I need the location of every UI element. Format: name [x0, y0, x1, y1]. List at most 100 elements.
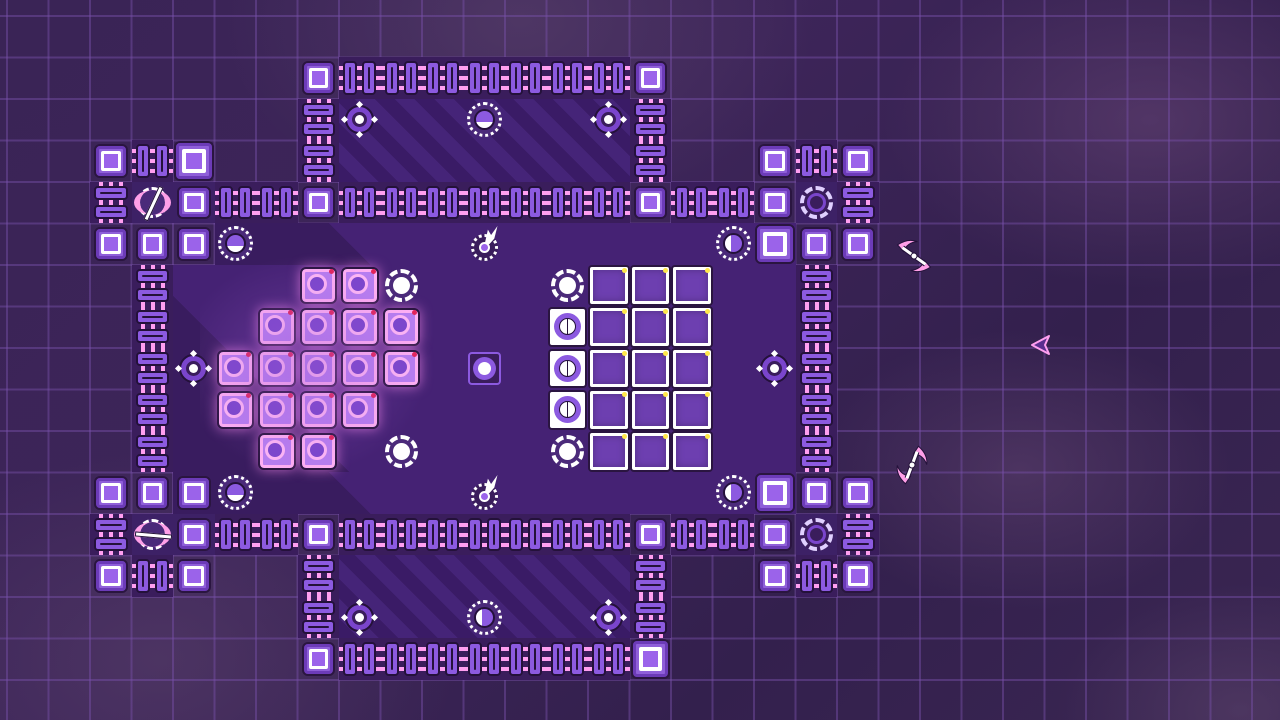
- conveyor-block[interactable]: [131, 430, 173, 472]
- splitter-block[interactable]: [547, 389, 589, 431]
- conveyor-block[interactable]: [837, 513, 879, 555]
- lamp-block[interactable]: [547, 265, 589, 307]
- conveyor-block[interactable]: [712, 513, 754, 555]
- storage-block[interactable]: [339, 348, 381, 390]
- frame-block[interactable]: [630, 265, 672, 307]
- conveyor-block[interactable]: [422, 181, 464, 223]
- power-node[interactable]: [796, 514, 838, 556]
- wall-block[interactable]: [90, 472, 132, 514]
- wall-block[interactable]: [298, 57, 340, 99]
- conveyor-block[interactable]: [297, 98, 339, 140]
- conveyor-block[interactable]: [795, 389, 837, 431]
- frame-block[interactable]: [588, 431, 630, 473]
- conveyor-block[interactable]: [380, 57, 422, 99]
- conveyor-block[interactable]: [256, 181, 298, 223]
- storage-block[interactable]: [381, 306, 423, 348]
- wall-block[interactable]: [173, 514, 215, 556]
- conveyor-block[interactable]: [214, 181, 256, 223]
- conveyor-block[interactable]: [131, 347, 173, 389]
- conveyor-block[interactable]: [90, 513, 132, 555]
- turret-block[interactable]: [339, 597, 381, 639]
- conveyor-block[interactable]: [297, 140, 339, 182]
- storage-block[interactable]: [339, 306, 381, 348]
- conveyor-block[interactable]: [131, 555, 173, 597]
- conveyor-block[interactable]: [422, 638, 464, 680]
- storage-block[interactable]: [298, 348, 340, 390]
- frame-block[interactable]: [671, 265, 713, 307]
- wall-block[interactable]: [754, 555, 796, 597]
- dome-turret[interactable]: [215, 472, 257, 514]
- scythe-unit-lower[interactable]: [891, 444, 933, 490]
- wall-block[interactable]: [796, 223, 838, 265]
- conveyor-block[interactable]: [505, 181, 547, 223]
- storage-block[interactable]: [339, 265, 381, 307]
- conveyor-block[interactable]: [131, 140, 173, 182]
- conveyor-block[interactable]: [795, 347, 837, 389]
- wall-block[interactable]: [173, 555, 215, 597]
- conveyor-block[interactable]: [795, 306, 837, 348]
- frame-block[interactable]: [630, 348, 672, 390]
- wall-block[interactable]: [298, 638, 340, 680]
- dome-turret[interactable]: [215, 223, 257, 265]
- wall-block[interactable]: [754, 182, 796, 224]
- turret-block[interactable]: [173, 348, 215, 390]
- wall-block[interactable]: [90, 555, 132, 597]
- conveyor-block[interactable]: [505, 57, 547, 99]
- storage-block[interactable]: [298, 265, 340, 307]
- conveyor-block[interactable]: [795, 430, 837, 472]
- rotor-block[interactable]: [132, 514, 174, 556]
- wall-block[interactable]: [173, 140, 215, 182]
- conveyor-block[interactable]: [505, 513, 547, 555]
- claw-turret[interactable]: [464, 223, 506, 265]
- frame-block[interactable]: [630, 306, 672, 348]
- conveyor-block[interactable]: [588, 513, 630, 555]
- storage-block[interactable]: [256, 431, 298, 473]
- conveyor-block[interactable]: [463, 57, 505, 99]
- wall-block[interactable]: [132, 223, 174, 265]
- conveyor-block[interactable]: [463, 638, 505, 680]
- wall-block[interactable]: [630, 514, 672, 556]
- conveyor-block[interactable]: [422, 513, 464, 555]
- power-node[interactable]: [796, 182, 838, 224]
- frame-block[interactable]: [671, 389, 713, 431]
- dome-turret[interactable]: [464, 597, 506, 639]
- wall-block[interactable]: [754, 514, 796, 556]
- wall-block[interactable]: [754, 140, 796, 182]
- conveyor-block[interactable]: [463, 181, 505, 223]
- scythe-unit-upper[interactable]: [893, 235, 935, 281]
- conveyor-block[interactable]: [795, 140, 837, 182]
- wall-block[interactable]: [173, 223, 215, 265]
- conveyor-block[interactable]: [297, 555, 339, 597]
- wall-block[interactable]: [837, 555, 879, 597]
- conveyor-block[interactable]: [629, 98, 671, 140]
- conveyor-block[interactable]: [214, 513, 256, 555]
- wall-block[interactable]: [132, 472, 174, 514]
- frame-block[interactable]: [588, 306, 630, 348]
- frame-block[interactable]: [588, 348, 630, 390]
- wall-block[interactable]: [298, 182, 340, 224]
- dome-turret[interactable]: [713, 472, 755, 514]
- conveyor-block[interactable]: [131, 389, 173, 431]
- lamp-block[interactable]: [381, 265, 423, 307]
- claw-turret[interactable]: [464, 472, 506, 514]
- conveyor-block[interactable]: [505, 638, 547, 680]
- conveyor-block[interactable]: [546, 513, 588, 555]
- turret-block[interactable]: [588, 597, 630, 639]
- frame-block[interactable]: [671, 431, 713, 473]
- wall-block[interactable]: [630, 57, 672, 99]
- storage-block[interactable]: [381, 348, 423, 390]
- wall-block[interactable]: [298, 514, 340, 556]
- conveyor-block[interactable]: [131, 306, 173, 348]
- conveyor-block[interactable]: [671, 181, 713, 223]
- conveyor-block[interactable]: [297, 596, 339, 638]
- conveyor-block[interactable]: [712, 181, 754, 223]
- conveyor-block[interactable]: [339, 181, 381, 223]
- rotor-block[interactable]: [132, 182, 174, 224]
- frame-block[interactable]: [671, 348, 713, 390]
- conveyor-block[interactable]: [795, 555, 837, 597]
- conveyor-block[interactable]: [131, 264, 173, 306]
- conveyor-block[interactable]: [546, 181, 588, 223]
- wall-block[interactable]: [630, 638, 672, 680]
- wall-block[interactable]: [837, 223, 879, 265]
- wall-block[interactable]: [173, 472, 215, 514]
